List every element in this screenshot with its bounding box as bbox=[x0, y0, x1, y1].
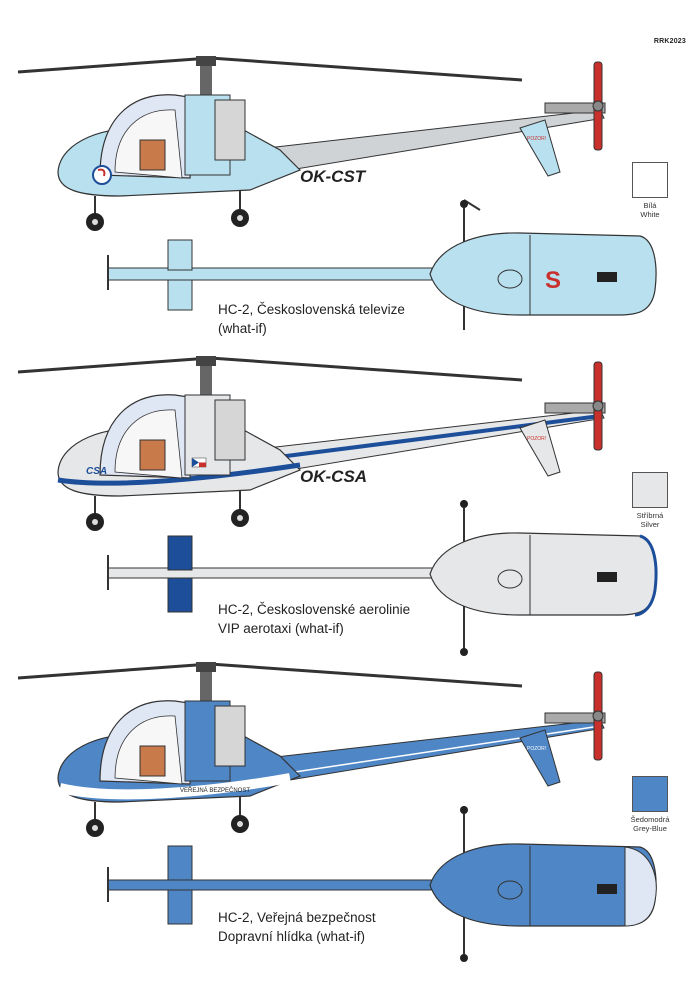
scheme-3-drawing: VEŘEJNÁ BEZPEČNOST POZOR! bbox=[17, 662, 657, 962]
caption-2-line2: VIP aerotaxi (what-if) bbox=[218, 621, 344, 636]
top-view bbox=[107, 806, 657, 962]
swatch-2-label-en: Silver bbox=[640, 520, 660, 529]
caption-1-line1: HC-2, Československá televize bbox=[218, 302, 405, 317]
swatch-2-label: Stříbrná Silver bbox=[600, 511, 698, 529]
swatch-silver bbox=[632, 472, 668, 508]
registration-side: OK-CSA bbox=[300, 467, 367, 486]
csa-logo-text: CSA bbox=[86, 466, 107, 477]
logo-top: S bbox=[545, 267, 561, 294]
swatch-3-label-en: Grey-Blue bbox=[633, 824, 667, 833]
scheme-3: VEŘEJNÁ BEZPEČNOST POZOR! HC-2, Veřejná … bbox=[0, 660, 698, 1000]
scheme-1: OK-CST POZOR! S HC-2, Československá tel… bbox=[0, 0, 698, 336]
fin bbox=[519, 119, 561, 177]
artist-credit: RRK2023 bbox=[653, 38, 686, 45]
boom-warning: POZOR! bbox=[527, 136, 546, 142]
caption-2: HC-2, Československé aerolinie VIP aerot… bbox=[218, 600, 410, 638]
side-view: CSA OK-CSA POZOR! bbox=[17, 356, 606, 531]
caption-3: HC-2, Veřejná bezpečnost Dopravní hlídka… bbox=[218, 908, 376, 946]
caption-1-line2: (what-if) bbox=[218, 321, 267, 336]
scheme-1-drawing: OK-CST POZOR! S bbox=[17, 56, 657, 330]
swatch-grey-blue bbox=[632, 776, 668, 812]
side-view: VEŘEJNÁ BEZPEČNOST POZOR! bbox=[17, 662, 606, 837]
swatch-1-label: Bílá White bbox=[600, 201, 698, 219]
caption-3-line1: HC-2, Veřejná bezpečnost bbox=[218, 910, 376, 925]
registration-side: OK-CST bbox=[300, 167, 367, 186]
swatch-1-label-cz: Bílá bbox=[643, 201, 657, 210]
swatch-3-label-cz: Šedomodrá bbox=[630, 815, 670, 824]
swatch-1-label-en: White bbox=[640, 210, 660, 219]
swatch-2-label-cz: Stříbrná bbox=[636, 511, 664, 520]
caption-2-line1: HC-2, Československé aerolinie bbox=[218, 602, 411, 617]
boom-warning: POZOR! bbox=[527, 436, 546, 442]
side-view: OK-CST POZOR! bbox=[17, 56, 606, 231]
top-view: S bbox=[107, 199, 657, 330]
swatch-3-label: Šedomodrá Grey-Blue bbox=[600, 815, 698, 833]
caption-1: HC-2, Československá televize (what-if) bbox=[218, 300, 405, 338]
swatch-white bbox=[632, 162, 668, 198]
caption-3-line2: Dopravní hlídka (what-if) bbox=[218, 929, 366, 944]
scheme-2-drawing: CSA OK-CSA POZOR! bbox=[17, 356, 658, 656]
police-text: VEŘEJNÁ BEZPEČNOST bbox=[180, 786, 250, 794]
scheme-2: CSA OK-CSA POZOR! HC-2, Československé a… bbox=[0, 330, 698, 660]
top-view bbox=[107, 500, 658, 656]
boom-warning: POZOR! bbox=[527, 746, 546, 752]
